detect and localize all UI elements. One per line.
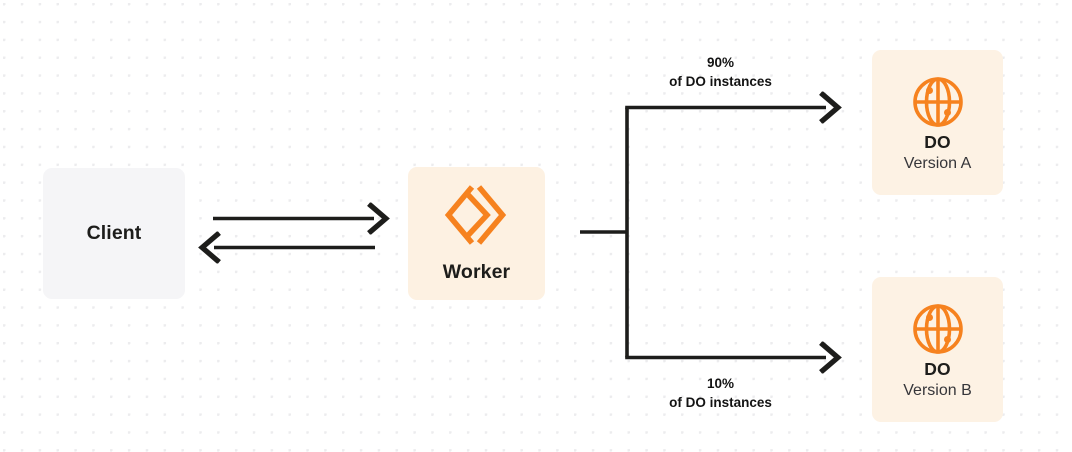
durable-object-globe-icon xyxy=(909,73,967,131)
edge-label-do-a: 90% of DO instances xyxy=(593,53,848,91)
node-do-b-label: DO xyxy=(924,358,951,379)
edge-label-do-a-caption: of DO instances xyxy=(669,74,772,90)
node-do-version-b[interactable]: DO Version B xyxy=(872,277,1003,422)
edge-label-do-a-percent: 90% xyxy=(706,55,735,70)
edge-label-do-b: 10% of DO instances xyxy=(593,374,848,412)
node-worker[interactable]: Worker xyxy=(408,167,545,300)
node-do-a-label: DO xyxy=(924,131,951,152)
node-client[interactable]: Client xyxy=(43,168,185,299)
node-do-a-version: Version A xyxy=(903,154,972,172)
node-do-version-a[interactable]: DO Version A xyxy=(872,50,1003,195)
connector-worker-split xyxy=(580,107,629,358)
edge-label-do-b-caption: of DO instances xyxy=(669,395,772,411)
cloudflare-workers-icon xyxy=(442,183,512,247)
edge-label-do-b-percent: 10% xyxy=(706,376,735,391)
node-do-b-version: Version B xyxy=(903,381,972,399)
durable-object-globe-icon xyxy=(909,300,967,358)
node-worker-label: Worker xyxy=(442,261,511,284)
node-client-label: Client xyxy=(86,221,142,244)
